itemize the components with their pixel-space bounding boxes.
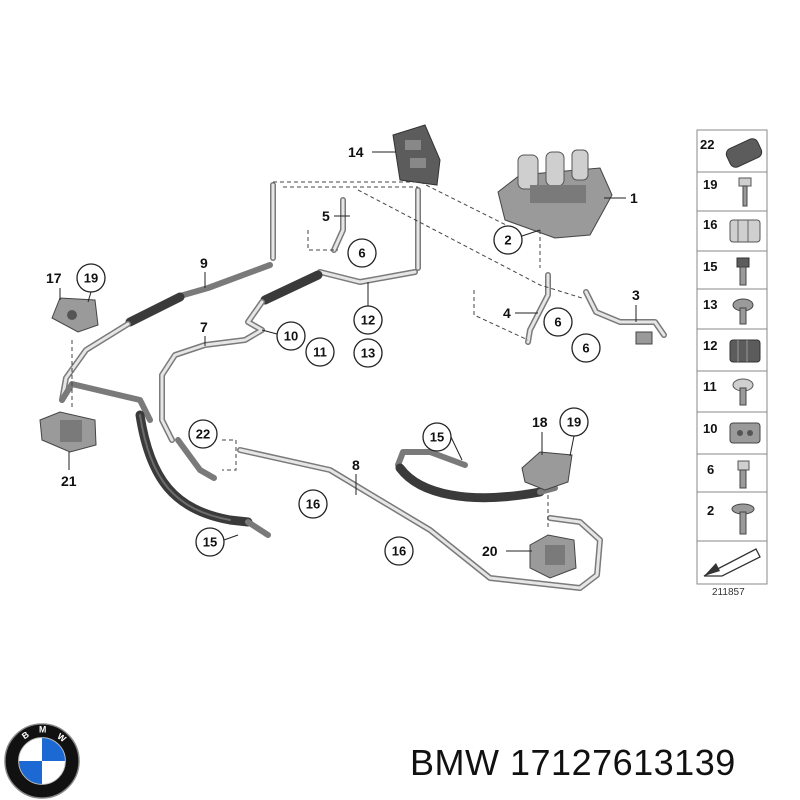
legend-clip-10-icon [729,422,761,444]
callout-15a: 15 [430,430,444,445]
callout-2: 2 [504,233,511,248]
legend-hose-sleeve-icon [725,138,763,168]
callout-8: 8 [352,457,360,473]
part-pipes-upper [270,182,421,271]
callout-13: 13 [361,346,375,361]
part-14-bracket [392,124,441,186]
part-15-hose [395,449,558,503]
legend-item-13: 13 [703,297,717,312]
callout-5: 5 [322,208,330,224]
callout-19b: 19 [567,415,581,430]
part-8-line [175,437,603,591]
legend-screw-11-icon [732,378,754,406]
legend-item-15: 15 [703,259,717,274]
callout-16b: 16 [392,544,406,559]
legend-item-16: 16 [703,217,717,232]
part-21-clamp [39,411,97,453]
part-3-4-pipes [525,272,667,345]
callout-6a: 6 [358,246,365,261]
callout-6b: 6 [554,315,561,330]
part-lower-hose [59,381,271,538]
legend-item-11: 11 [703,379,717,394]
legend-clip-12-icon [729,339,761,363]
assembly-guides [71,181,583,530]
callout-22: 22 [196,427,210,442]
legend-item-19: 19 [703,177,717,192]
callout-19a: 19 [84,271,98,286]
callout-14: 14 [348,144,364,160]
callout-21: 21 [61,473,77,489]
legend-clip-16-icon [729,219,761,243]
legend-direction-arrow-icon [703,548,761,577]
legend-screw-13-icon [732,298,754,325]
part-number: 17127613139 [510,742,736,783]
callout-9: 9 [200,255,208,271]
callout-4: 4 [503,305,511,321]
legend-item-10: 10 [703,421,717,436]
part-20-clamp [529,534,577,579]
callout-6c: 6 [582,341,589,356]
legend-bolt-6-icon [737,460,750,489]
callout-15b: 15 [203,535,217,550]
callout-17: 17 [46,270,62,286]
legend-item-12: 12 [703,338,717,353]
part-1-valve-block [497,149,613,239]
part-caption: BMW 17127613139 [410,742,736,784]
callout-1: 1 [630,190,638,206]
callout-7: 7 [200,319,208,335]
svg-text:M: M [39,725,46,735]
brand-name: BMW [410,742,500,783]
svg-text:B: B [20,729,31,741]
legend-item-6: 6 [707,462,714,477]
callout-16a: 16 [306,497,320,512]
part-9-line [59,262,273,403]
callout-11: 11 [313,345,327,360]
legend-item-2: 2 [707,503,714,518]
diagram-number: 211857 [712,587,745,598]
bmw-logo: B M W [4,723,80,799]
legend-item-22: 22 [700,137,714,152]
legend-panel: 22 19 16 15 13 12 11 10 6 2 [696,129,768,598]
callout-12: 12 [361,313,375,328]
part-18-bracket [521,451,573,491]
callout-10: 10 [284,329,298,344]
legend-screw-icon [738,177,752,207]
callout-20: 20 [482,543,498,559]
callout-3: 3 [632,287,640,303]
legend-bolt-15-icon [736,257,750,286]
legend-bolt-2-icon [731,503,755,535]
part-17-bracket [51,297,99,333]
callout-18: 18 [532,414,548,430]
